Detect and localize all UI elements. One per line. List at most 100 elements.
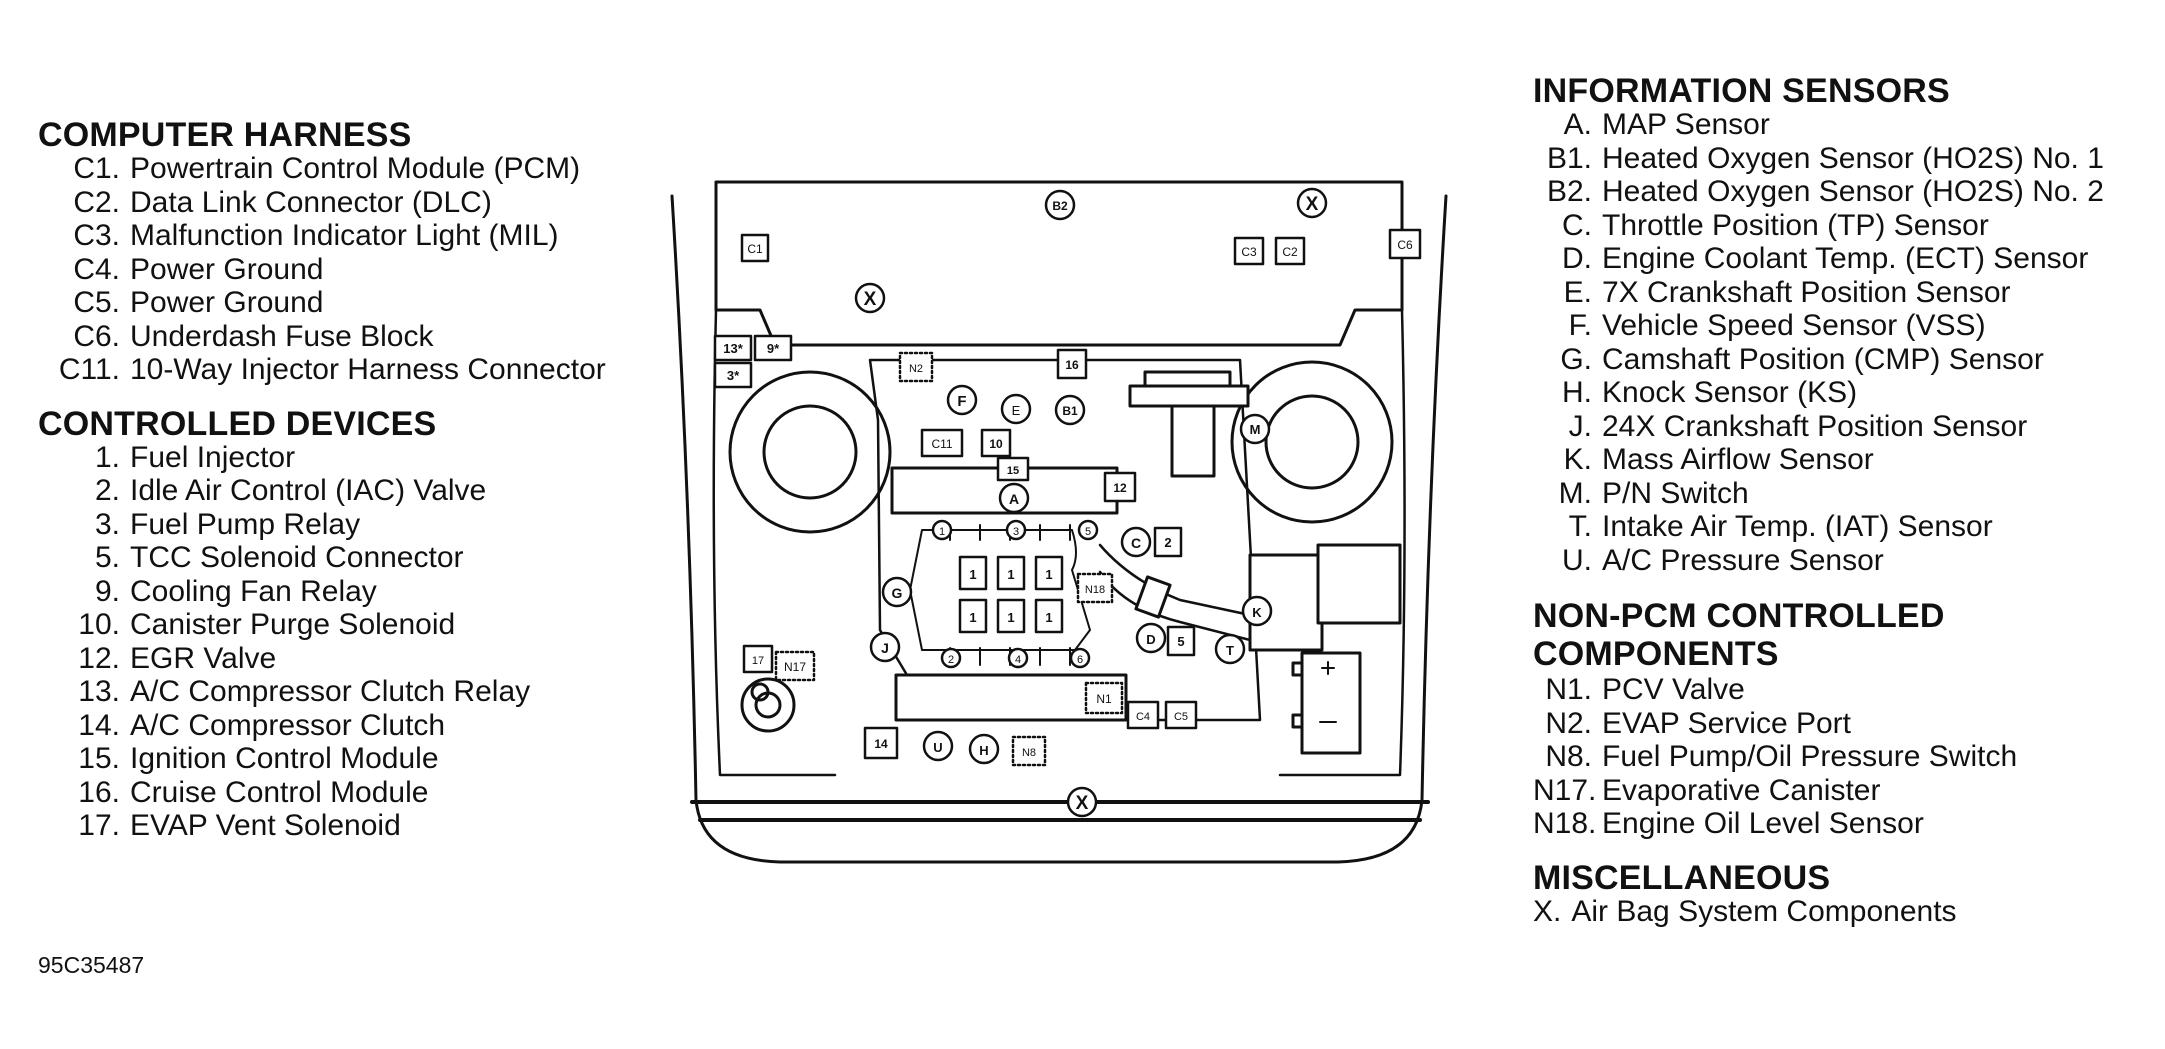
legend-item: F.Vehicle Speed Sensor (VSS) xyxy=(1533,309,2104,343)
marker-10 xyxy=(980,428,1012,458)
legend-item: 9.Cooling Fan Relay xyxy=(38,575,606,609)
legend-label: Fuel Pump Relay xyxy=(130,507,361,541)
legend-code: K. xyxy=(1563,443,1592,476)
legend-item: G.Camshaft Position (CMP) Sensor xyxy=(1533,343,2104,377)
legend-code: C6. xyxy=(73,319,120,353)
legend-code: X. xyxy=(1533,894,1562,928)
marker-t-label: T xyxy=(1226,643,1234,658)
legend-code: C5. xyxy=(73,286,120,319)
legend-label: P/N Switch xyxy=(1602,476,1749,510)
legend-item: 1.Fuel Injector xyxy=(38,441,606,475)
legend-label: EVAP Service Port xyxy=(1602,706,1851,740)
marker-16 xyxy=(1056,348,1088,380)
legend-code: C1. xyxy=(73,152,120,185)
legend-code: 13. xyxy=(78,675,120,708)
marker-cyl-6 xyxy=(1069,647,1091,669)
marker-a xyxy=(998,482,1030,514)
legend-item: K.Mass Airflow Sensor xyxy=(1533,443,2104,477)
marker-n18-label: N18 xyxy=(1085,584,1105,596)
legend-code: H. xyxy=(1562,376,1592,409)
legend-code: C. xyxy=(1562,208,1592,242)
battery-plus-icon xyxy=(1321,661,1335,675)
marker-12 xyxy=(1103,471,1137,503)
marker-m-label: M xyxy=(1250,422,1261,437)
legend-item: N2.EVAP Service Port xyxy=(1533,707,2104,741)
master-cylinder-body xyxy=(1170,404,1216,478)
legend-item: T.Intake Air Temp. (IAT) Sensor xyxy=(1533,510,2104,544)
injector-label: 1 xyxy=(1045,610,1052,625)
legend-item: C4.Power Ground xyxy=(38,253,606,287)
legend-item: D. Engine Coolant Temp. (ECT) Sensor xyxy=(1533,242,2104,276)
marker-cyl-6-label: 6 xyxy=(1077,654,1083,666)
marker-c5 xyxy=(1164,700,1198,730)
legend-item: N1.PCV Valve xyxy=(1533,673,2104,707)
marker-9-number: 9 xyxy=(767,341,774,356)
marker-10-label: 10 xyxy=(989,437,1003,451)
section-title-information-sensors: INFORMATION SENSORS xyxy=(1533,72,1950,110)
legend-label: TCC Solenoid Connector xyxy=(130,541,464,574)
injector xyxy=(958,555,988,591)
injector-label: 1 xyxy=(1045,567,1052,582)
front-bumper xyxy=(690,800,1430,822)
legend-item: C6. Underdash Fuse Block xyxy=(38,320,606,354)
legend-code: C2. xyxy=(73,185,120,219)
legend-label: 24X Crankshaft Position Sensor xyxy=(1602,409,2028,443)
legend-label: 10-Way Injector Harness Connector xyxy=(130,353,606,386)
legend-label: Heated Oxygen Sensor (HO2S) No. 2 xyxy=(1602,175,2104,208)
legend-code: N8. xyxy=(1545,740,1592,773)
strut-tower-right xyxy=(1230,360,1394,524)
legend-code: 3. xyxy=(94,507,120,541)
marker-3-star: * xyxy=(734,368,740,383)
legend-label: Power Ground xyxy=(130,286,324,319)
injector-label: 1 xyxy=(1007,567,1014,582)
marker-3-number: 3 xyxy=(727,368,734,383)
marker-d xyxy=(1135,622,1167,654)
legend-label: Data Link Connector (DLC) xyxy=(130,185,492,219)
legend-item: J.24X Crankshaft Position Sensor xyxy=(1533,410,2104,444)
legend-item: 14.A/C Compressor Clutch xyxy=(38,709,606,743)
legend-item: M.P/N Switch xyxy=(1533,477,2104,511)
marker-j xyxy=(869,631,901,663)
marker-e xyxy=(1000,393,1032,425)
marker-n1 xyxy=(1084,681,1124,715)
legend-item: 10.Canister Purge Solenoid xyxy=(38,608,606,642)
legend-code: A. xyxy=(1563,108,1592,141)
marker-u xyxy=(922,730,954,762)
marker-c11 xyxy=(920,428,964,458)
legend-item: 2.Idle Air Control (IAC) Valve xyxy=(38,474,606,508)
master-cylinder-reservoir xyxy=(1128,384,1250,408)
marker-cyl-1-label: 1 xyxy=(939,526,945,538)
legend-item: C11.10-Way Injector Harness Connector xyxy=(38,353,606,387)
legend-item: 12.EGR Valve xyxy=(38,642,606,676)
legend-code: G. xyxy=(1560,342,1592,376)
marker-m xyxy=(1239,413,1271,445)
fender-right xyxy=(1278,308,1406,777)
marker-cyl-5 xyxy=(1077,519,1099,541)
legend-item: C1.Powertrain Control Module (PCM) xyxy=(38,152,606,186)
battery xyxy=(1300,651,1362,755)
legend-code: 14. xyxy=(78,708,120,742)
legend-label: Fuel Pump/Oil Pressure Switch xyxy=(1602,740,2018,773)
marker-9-star: * xyxy=(774,341,780,356)
marker-n8-label: N8 xyxy=(1022,747,1036,759)
marker-b2 xyxy=(1044,189,1076,221)
marker-9 xyxy=(753,334,793,362)
marker-b2-label: B2 xyxy=(1052,199,1068,213)
legend-label: Engine Coolant Temp. (ECT) Sensor xyxy=(1602,242,2089,275)
legend-label: Underdash Fuse Block xyxy=(130,319,434,353)
marker-3 xyxy=(713,361,753,389)
marker-c-label: C xyxy=(1131,535,1141,551)
marker-j-label: J xyxy=(881,640,889,656)
marker-n17 xyxy=(774,650,816,682)
legend-label: 7X Crankshaft Position Sensor xyxy=(1602,275,2011,309)
legend-item: 13.A/C Compressor Clutch Relay xyxy=(38,675,606,709)
legend-code: D. xyxy=(1562,242,1592,275)
legend-label: Canister Purge Solenoid xyxy=(130,608,456,641)
air-cleaner-box xyxy=(1316,543,1402,625)
legend-label: Idle Air Control (IAC) Valve xyxy=(130,474,487,507)
legend-item: N8. Fuel Pump/Oil Pressure Switch xyxy=(1533,740,2104,774)
marker-x-top xyxy=(1296,187,1328,219)
marker-15 xyxy=(996,456,1030,482)
marker-cyl-2-label: 2 xyxy=(948,654,954,666)
marker-n1-label: N1 xyxy=(1096,692,1112,706)
